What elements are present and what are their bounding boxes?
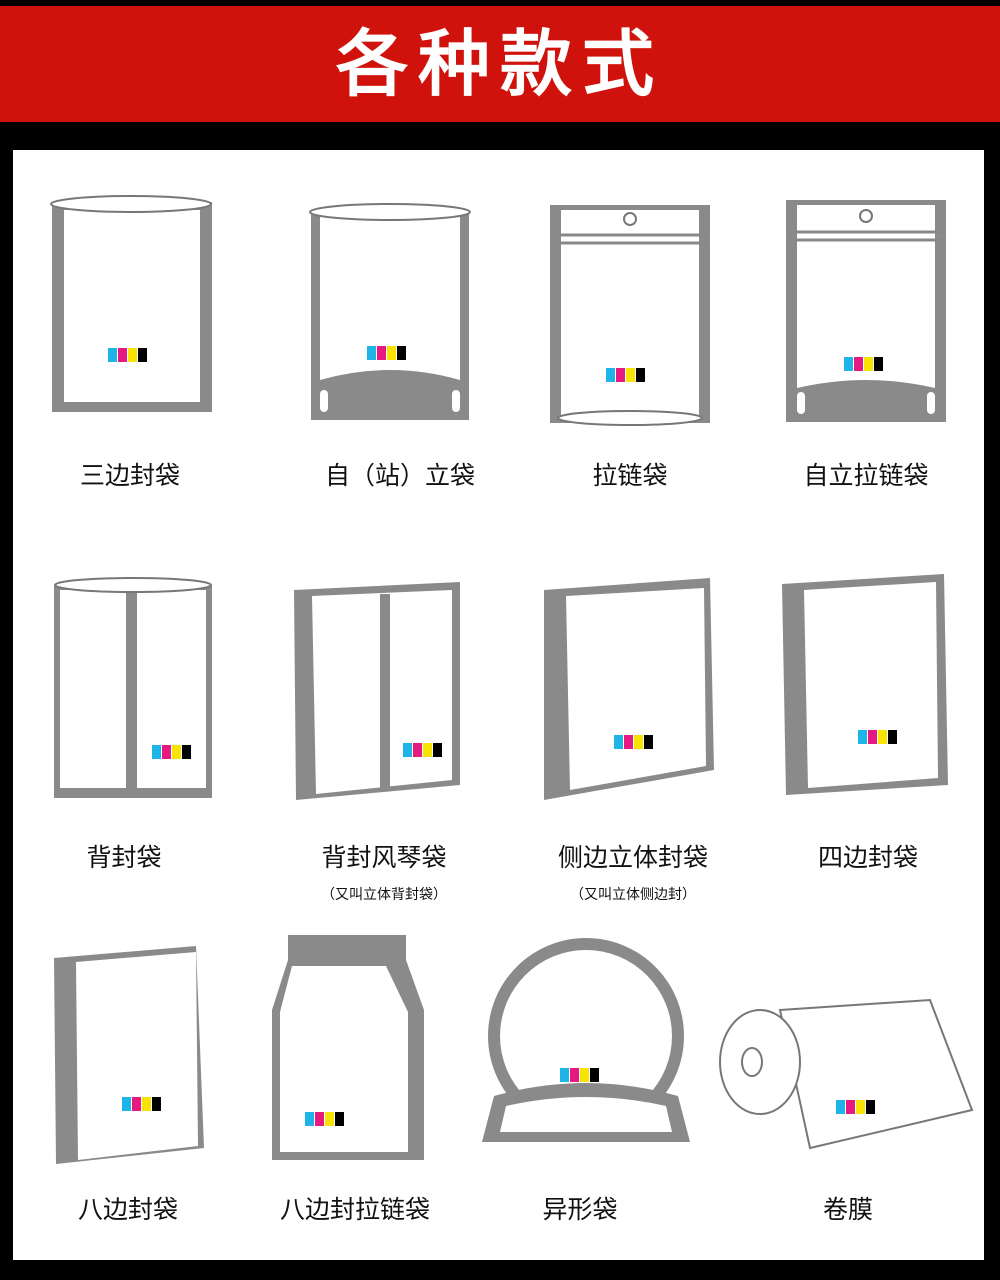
item-label: 四边封袋: [817, 843, 918, 872]
item-label: 侧边立体封袋: [557, 843, 708, 872]
item-label: 自立拉链袋: [803, 461, 929, 490]
item-label: 背封袋: [86, 843, 162, 872]
styles-panel: [13, 150, 984, 1260]
item-label: 八边封袋: [77, 1195, 178, 1224]
page-title: 各种款式: [335, 22, 664, 106]
item-note: （又叫立体背封袋）: [321, 887, 447, 903]
item-label: 背封风琴袋: [321, 843, 447, 872]
item-label: 卷膜: [822, 1195, 873, 1224]
item-label: 自（站）立袋: [324, 461, 475, 490]
item-label: 拉链袋: [592, 461, 668, 490]
item-note: （又叫立体侧边封）: [570, 887, 696, 903]
item-label: 八边封拉链袋: [279, 1195, 430, 1224]
item-label: 异形袋: [542, 1195, 618, 1224]
header-banner: 各种款式: [0, 6, 1000, 122]
item-label: 三边封袋: [79, 461, 180, 490]
